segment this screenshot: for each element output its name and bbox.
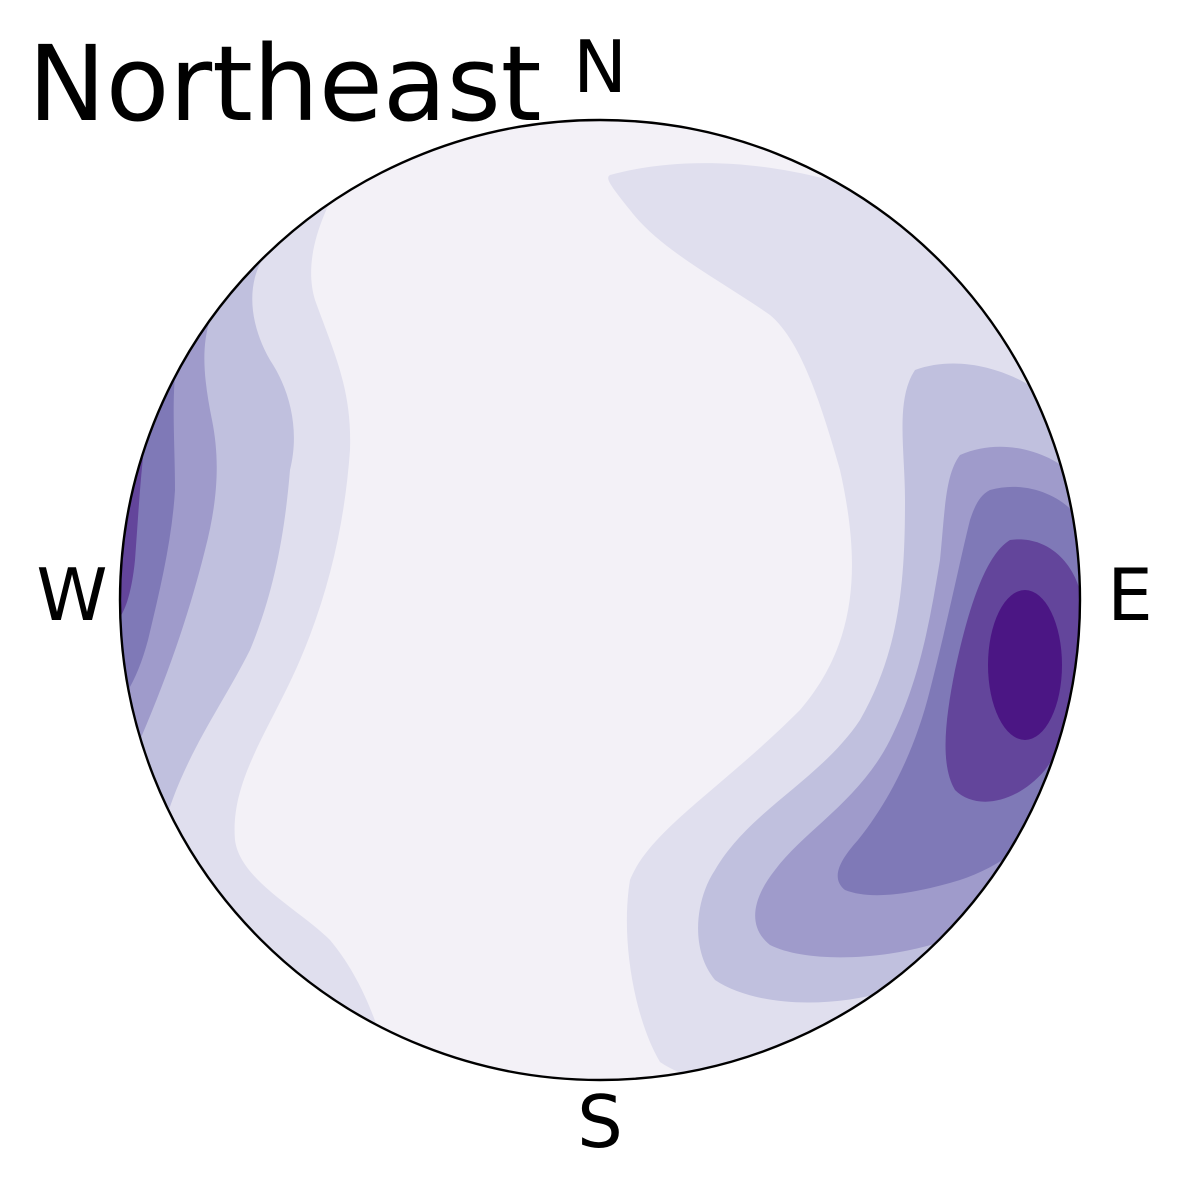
stereonet-outline [118, 118, 1082, 1082]
west-label: W [36, 553, 107, 637]
east-label: E [1107, 553, 1153, 637]
chart-title: Northeast [28, 23, 542, 145]
south-label: S [577, 1080, 623, 1164]
contour-level-7-peak [988, 590, 1062, 740]
density-contours [120, 120, 1080, 1080]
north-label: N [573, 25, 627, 109]
